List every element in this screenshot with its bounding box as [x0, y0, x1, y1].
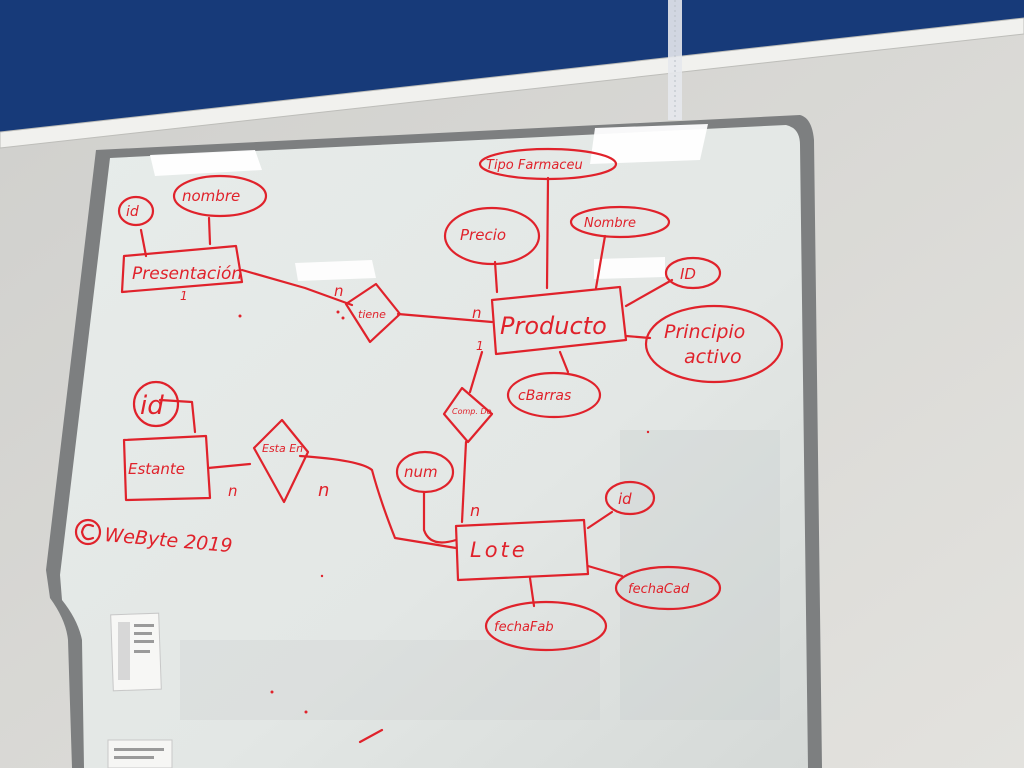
- relationship-compuesto-de: Comp. De.: [442, 386, 494, 444]
- cardinality-tiene-producto: n: [472, 304, 482, 322]
- attribute-producto-nombre: Nombre: [569, 205, 671, 239]
- er-diagram: Presentación id nombre tiene Producto Ti…: [74, 147, 784, 744]
- wall-rail: [0, 17, 1024, 149]
- attribute-presentacion-id-label: id: [126, 204, 139, 220]
- attribute-presentacion-nombre-label: nombre: [182, 187, 240, 205]
- entity-producto-label: Producto: [500, 312, 607, 340]
- copyright-icon: [74, 518, 102, 546]
- line-estante-id: [158, 398, 197, 434]
- line-presentacion-id: [139, 228, 148, 258]
- attribute-lote-fechacad-label: fechaCad: [628, 582, 690, 597]
- entity-presentacion: Presentación: [120, 244, 244, 294]
- attribute-producto-nombre-label: Nombre: [584, 216, 636, 231]
- relationship-compuesto-de-label: Comp. De.: [452, 407, 494, 416]
- cardinality-presentacion-tiene: 1: [180, 289, 188, 303]
- line-lote-fechafab: [528, 576, 536, 608]
- entity-producto: Producto: [490, 285, 628, 356]
- attribute-precio: Precio: [443, 206, 541, 266]
- entity-presentacion-label: Presentación: [132, 264, 242, 284]
- entity-estante: Estante: [122, 434, 212, 502]
- line-producto-id: [624, 278, 674, 308]
- attribute-lote-id-label: id: [618, 490, 632, 508]
- attribute-estante-id: id: [132, 380, 180, 428]
- attribute-principio-activo: Principio activo: [644, 304, 784, 384]
- attribute-lote-fechafab: fechaFab: [484, 600, 608, 652]
- attribute-lote-id: id: [604, 480, 656, 516]
- line-lote-num: [422, 490, 458, 544]
- relationship-esta-en: Esta En: [252, 418, 310, 504]
- line-producto-precio: [493, 260, 499, 294]
- attribute-lote-fechacad: fechaCad: [614, 565, 722, 611]
- attribute-presentacion-nombre: nombre: [172, 174, 268, 218]
- cardinality-producto-comp: 1: [476, 339, 484, 353]
- entity-lote-label: Lote: [470, 538, 528, 562]
- line-producto-comp: [468, 350, 484, 394]
- line-producto-nombre: [594, 234, 607, 290]
- relationship-tiene-label: tiene: [358, 308, 386, 321]
- cardinality-tiene-left: n: [334, 282, 344, 300]
- cardinality-esta-en-lote: n: [318, 480, 329, 501]
- line-lote-fechacad: [586, 564, 624, 578]
- attribute-precio-label: Precio: [460, 226, 506, 244]
- board-surface: [60, 125, 808, 768]
- line-producto-tipo: [545, 176, 550, 290]
- entity-lote: Lote: [454, 518, 590, 582]
- line-tiene-producto: [396, 312, 494, 324]
- sticker-barcode: [107, 739, 173, 768]
- blue-banner: [0, 0, 1024, 132]
- line-estante-estaen: [206, 462, 252, 470]
- attribute-lote-num: num: [395, 450, 455, 494]
- attribute-producto-id-label: ID: [680, 265, 696, 283]
- attribute-tipo-farmaceutico: Tipo Farmaceu: [478, 147, 618, 181]
- attribute-principio-activo-line2: activo: [684, 346, 742, 368]
- attribute-presentacion-id: id: [117, 195, 155, 227]
- attribute-cbarras-label: cBarras: [518, 388, 571, 404]
- sticker-label: [110, 612, 162, 692]
- attribute-tipo-farmaceutico-label: Tipo Farmaceu: [486, 158, 583, 173]
- entity-estante-label: Estante: [128, 460, 185, 478]
- cardinality-comp-lote: n: [470, 501, 480, 520]
- attribute-producto-id: ID: [664, 256, 722, 290]
- line-estaen-lote: [298, 454, 458, 550]
- line-presentacion-nombre: [207, 216, 212, 246]
- line-presentacion-tiene: [240, 268, 354, 307]
- attribute-principio-activo-line1: Principio: [664, 321, 745, 343]
- attribute-lote-fechafab-label: fechaFab: [494, 620, 554, 635]
- attribute-estante-id-label: id: [140, 391, 164, 421]
- relationship-tiene: tiene: [344, 282, 402, 344]
- line-lote-id: [586, 510, 614, 530]
- line-producto-cbarras: [558, 350, 570, 374]
- attribute-cbarras: cBarras: [506, 371, 602, 419]
- attribute-lote-num-label: num: [404, 463, 438, 481]
- cardinality-estante: n: [228, 482, 238, 500]
- line-comp-lote: [460, 440, 468, 524]
- relationship-esta-en-label: Esta En: [262, 442, 303, 455]
